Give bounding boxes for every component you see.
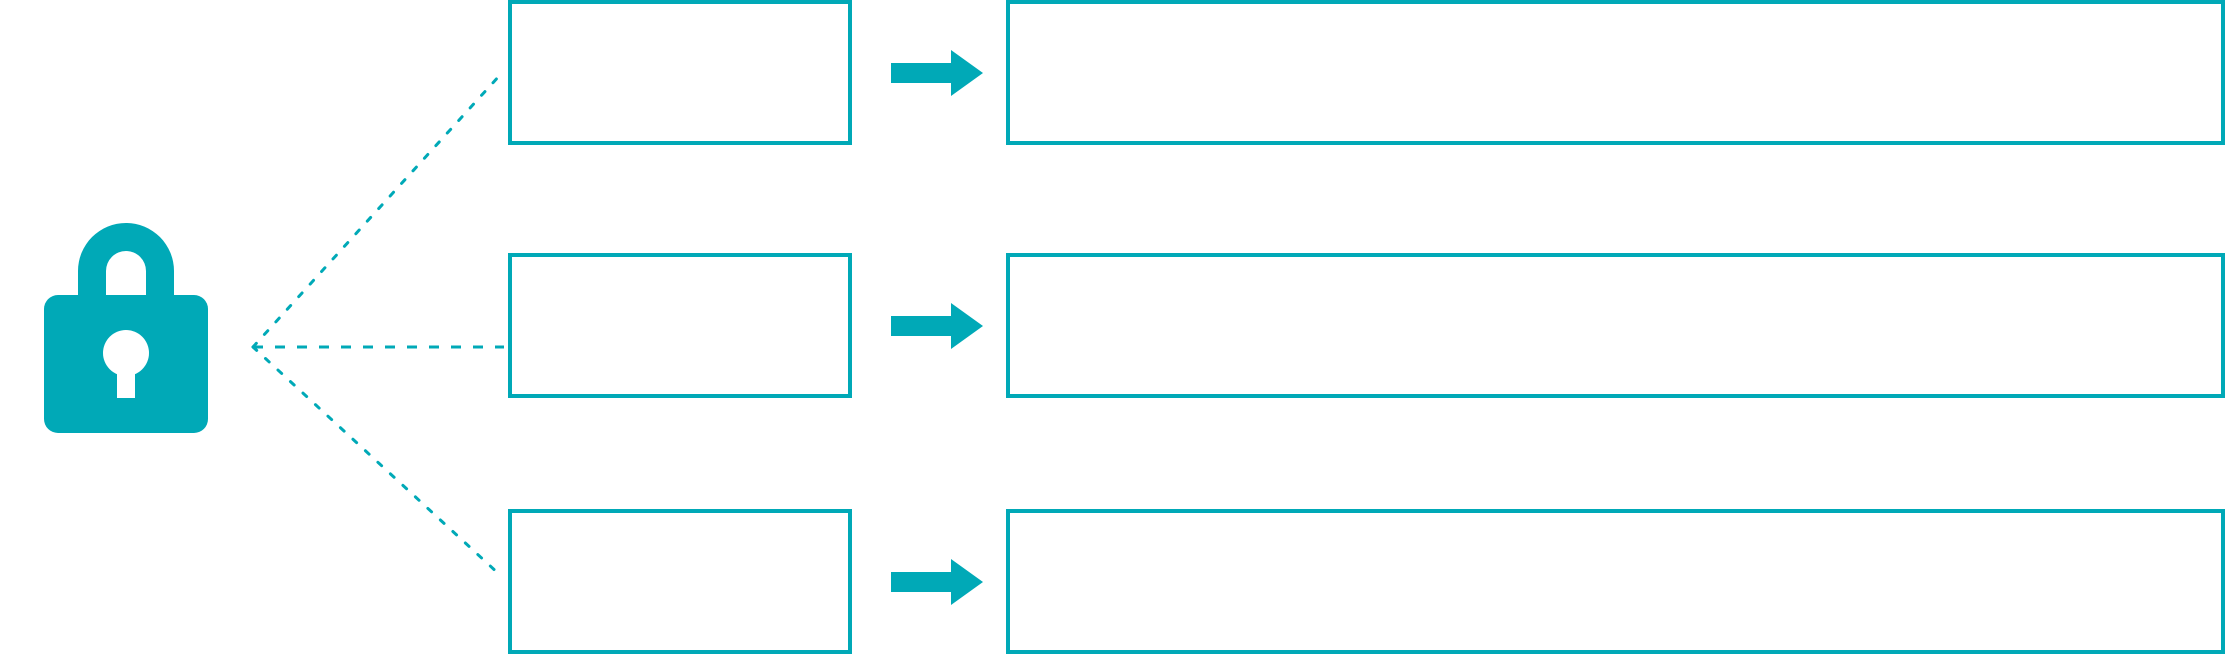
arrow-right-icon <box>891 303 983 349</box>
cause-box[interactable] <box>508 0 852 145</box>
diagram-row <box>0 509 2229 655</box>
effect-box[interactable] <box>1006 509 2225 654</box>
effect-box[interactable] <box>1006 253 2225 398</box>
cause-box[interactable] <box>508 253 852 398</box>
effect-box[interactable] <box>1006 0 2225 145</box>
cause-box[interactable] <box>508 509 852 654</box>
diagram-row <box>0 0 2229 146</box>
lock-icon <box>28 205 224 445</box>
diagram-row <box>0 253 2229 399</box>
arrow-right-icon <box>891 50 983 96</box>
arrow-right-icon <box>891 559 983 605</box>
